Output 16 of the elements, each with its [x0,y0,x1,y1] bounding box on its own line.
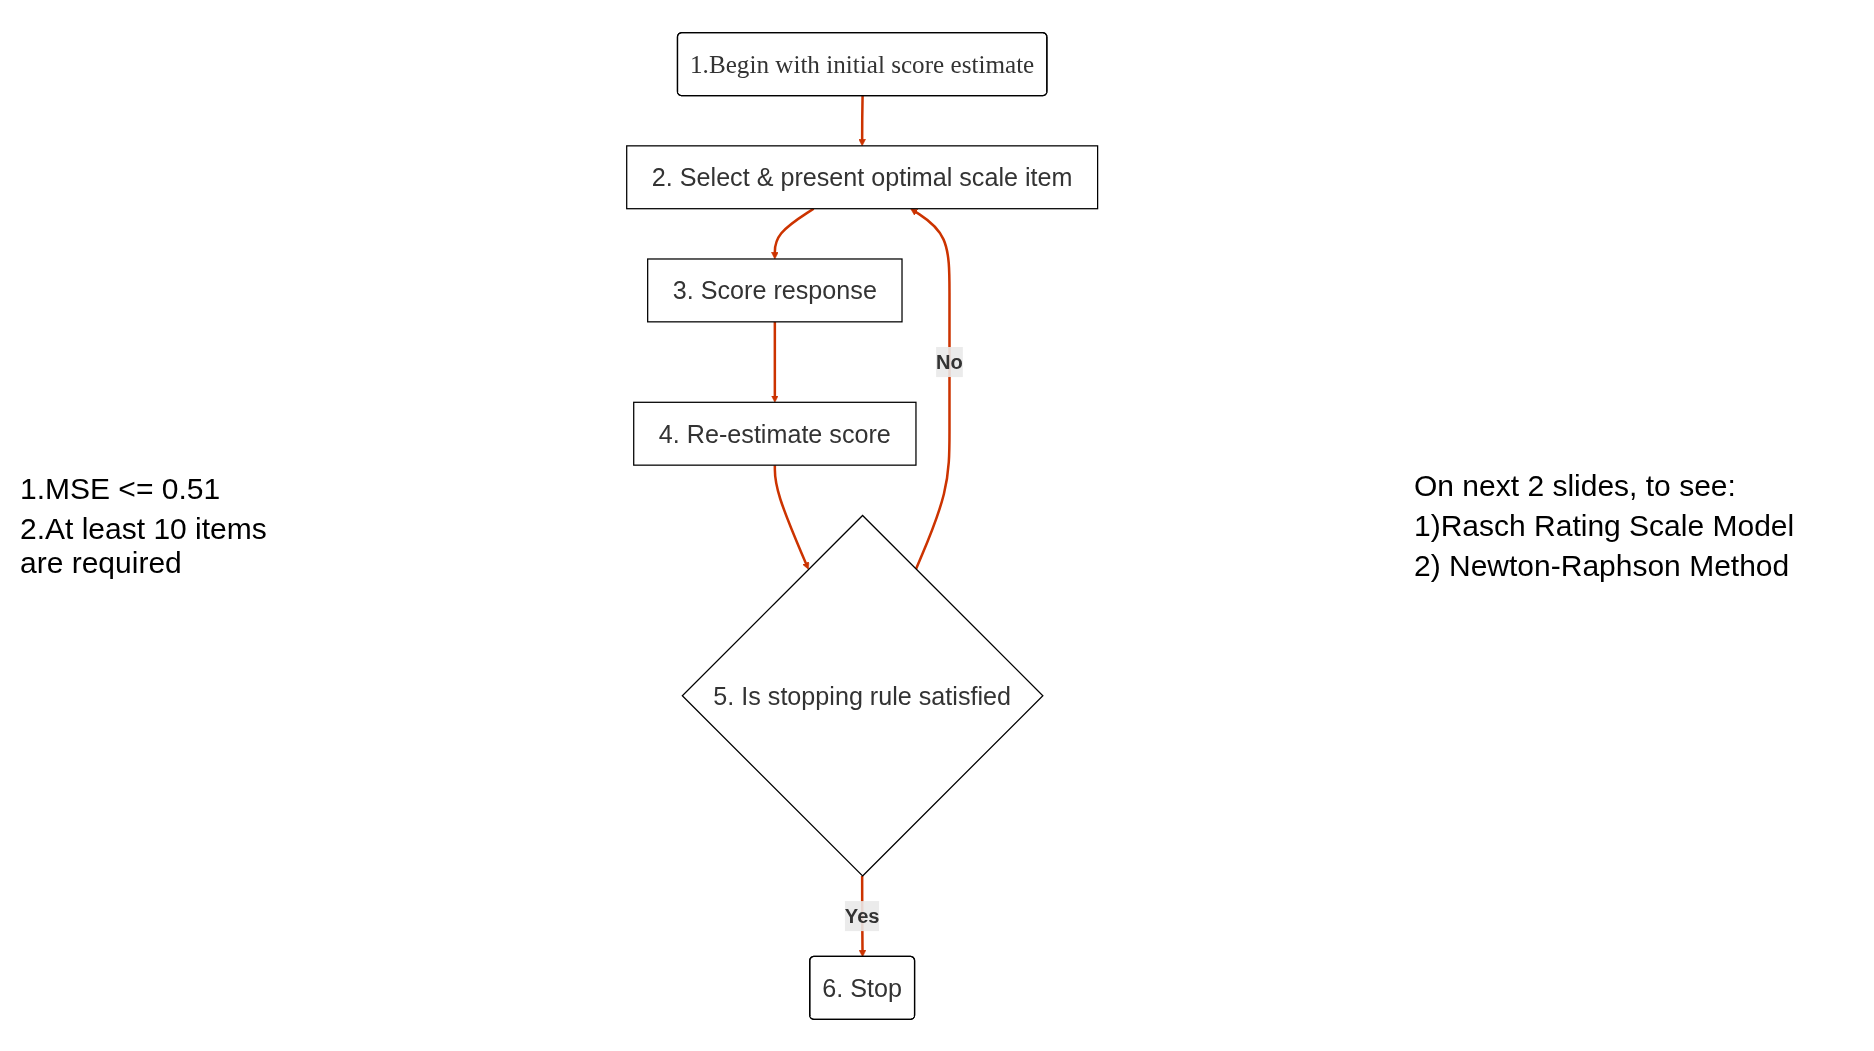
arrow [771,207,815,259]
note-text: 1.MSE <= 0.51 [20,471,222,506]
arrow [910,207,951,570]
arrow [771,321,779,403]
arrow [858,95,866,146]
node-diamond: 5. Is stopping rule satisfied [681,514,1044,877]
edge-label: No [935,349,963,373]
note-text: 1)Rasch Rating Scale Model [1414,508,1796,543]
edge-label: Yes [844,903,880,927]
note-text: 2) Newton-Raphson Method [1414,548,1791,583]
node-box: 4. Re-estimate score [632,401,917,466]
node-box: 2. Select & present optimal scale item [625,144,1099,209]
node-box: 3. Score response [646,257,903,322]
arrow [773,464,809,570]
note-text: 2.At least 10 items are required [20,511,268,580]
note-text: On next 2 slides, to see: [1414,468,1737,503]
